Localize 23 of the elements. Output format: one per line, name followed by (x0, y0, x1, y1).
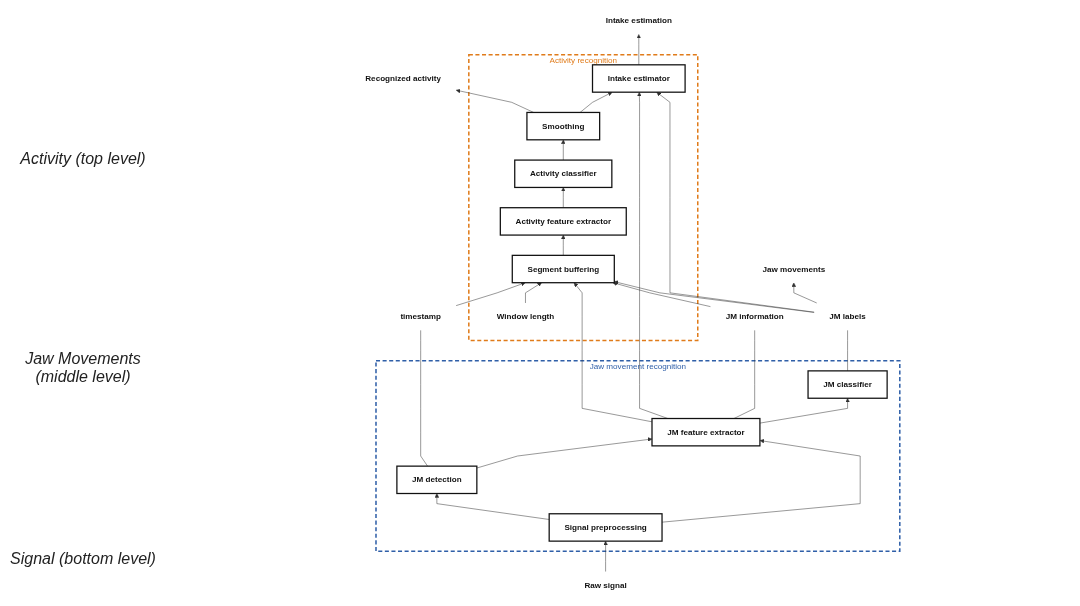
node-box: Activity feature extractor (499, 207, 627, 236)
node-box: Signal preprocessing (548, 513, 663, 542)
connector (420, 330, 428, 467)
node-box: JM detection (396, 465, 478, 495)
connector (733, 330, 755, 419)
level-label: Jaw Movements (middle level) (24, 350, 142, 386)
node-text: JM labels (829, 312, 866, 321)
level-label: Signal (bottom level) (9, 550, 157, 568)
node-box: JM feature extractor (651, 417, 761, 447)
node-box: Intake estimator (591, 64, 686, 93)
node-box: Activity classifier (514, 159, 613, 189)
connector (847, 330, 848, 372)
level-label: Activity (top level) (18, 150, 147, 168)
node-box: JM classifier (807, 370, 888, 399)
node-box: Smoothing (526, 111, 601, 141)
node-text: JM information (725, 312, 784, 321)
node-text: timestamp (400, 312, 442, 321)
node-text: Recognized activity (365, 73, 442, 83)
node-box: Segment buffering (511, 254, 615, 284)
node-text: Intake estimation (605, 16, 672, 25)
node-text: Window length (496, 312, 555, 321)
node-text: Raw signal (584, 580, 627, 590)
node-text: Jaw movements (762, 264, 826, 274)
